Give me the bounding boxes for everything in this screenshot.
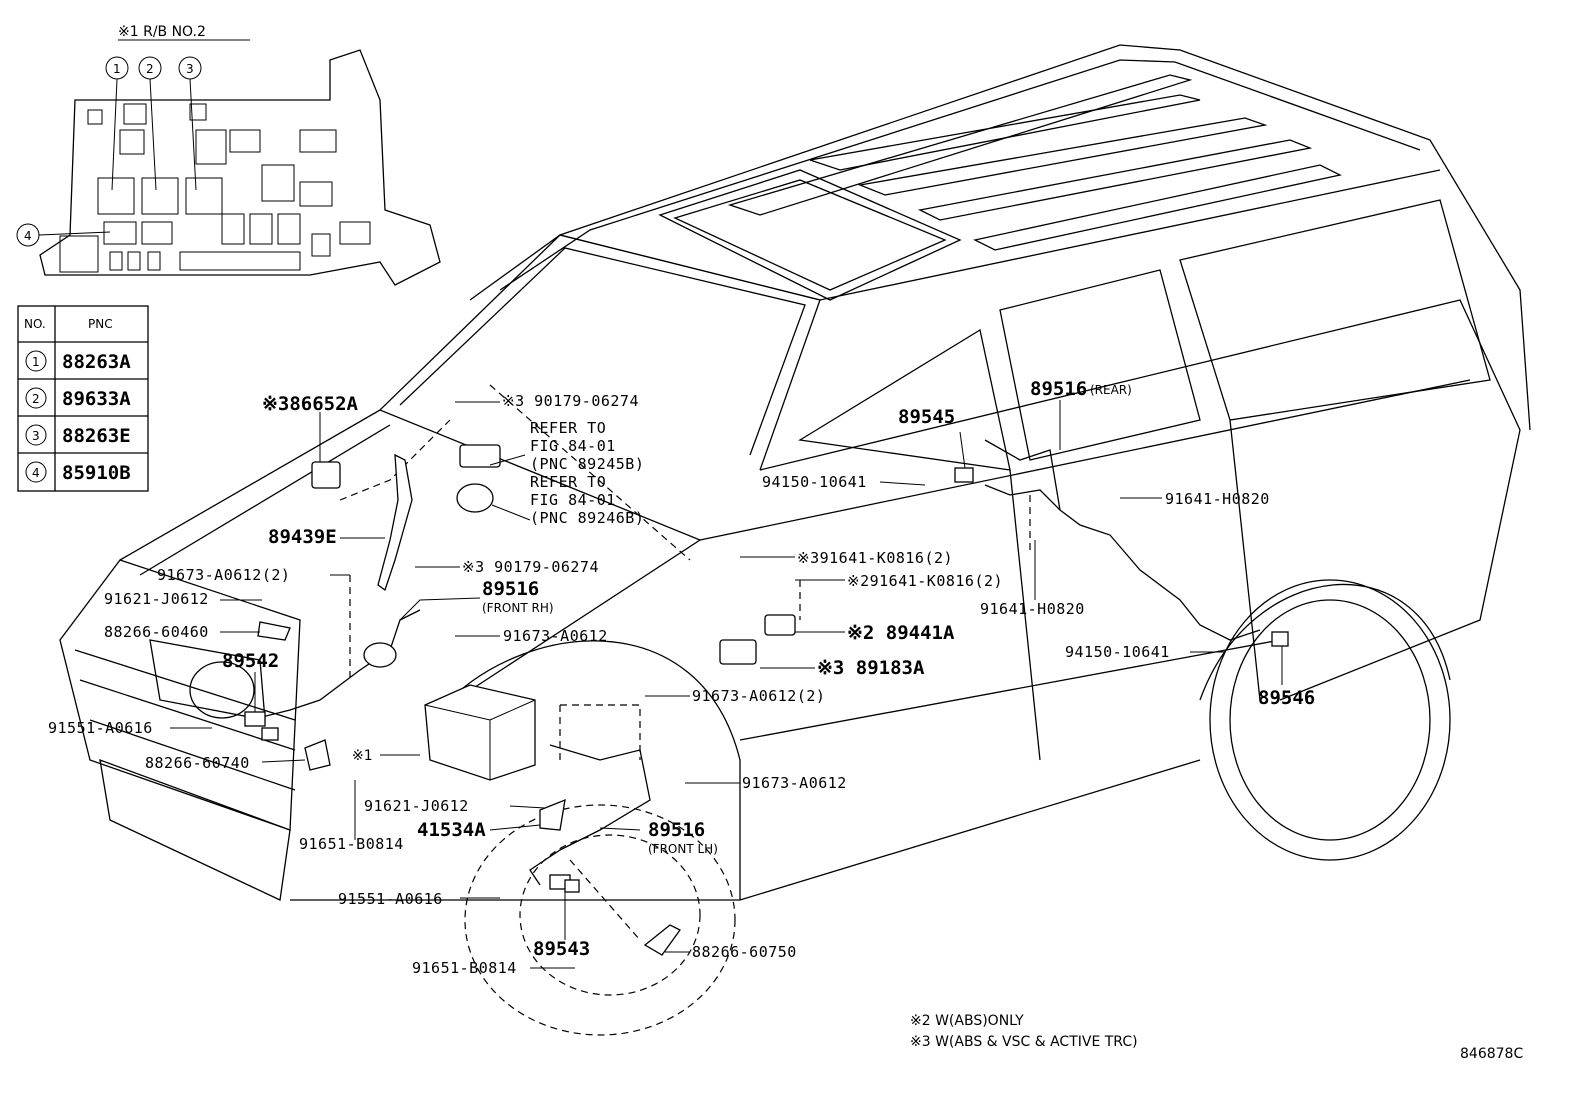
harness-rear [984,439,1261,641]
assembly-lines [339,384,1031,941]
label-88266-60740: 88266-60740 [145,754,250,772]
label-x1: ※1 [352,748,373,764]
sensor-89542 [244,711,266,727]
relay-pos-4: 4 [24,229,32,243]
label-89546: 89546 [1258,687,1315,709]
label-89545: 89545 [898,406,955,428]
pnc-row-value: 85910B [62,462,131,484]
label-91551-A0616-b: 91551-A0616 [338,890,443,908]
label-89542: 89542 [222,650,279,672]
label-94150-10641-b: 94150-10641 [1065,643,1170,661]
label-91641-H0820-b: 91641-H0820 [980,600,1085,618]
label-89516-rear: 89516 [1030,378,1087,400]
label-89441A: ※2 89441A [847,622,955,644]
label-41534A: 41534A [417,819,486,841]
sensor-89246B [456,483,494,513]
label-91651-B0814-b: 91651-B0814 [412,959,517,977]
label-89183A: ※3 89183A [817,657,925,679]
callout-labels: ※386652A ※3 90179-06274 REFER TO FIG 84-… [48,378,1315,977]
label-91641-K0816-b: ※291641-K0816(2) [847,572,1003,590]
sensor-89546 [1271,631,1289,647]
abs-actuator [424,684,536,781]
label-rear: (REAR) [1090,383,1132,397]
label-refer-1a: REFER TO [530,419,606,437]
label-front-rh: (FRONT RH) [482,601,554,615]
label-91651-B0814-a: 91651-B0814 [299,835,404,853]
label-91673-A0612-a: 91673-A0612 [503,627,608,645]
harness-front-lh [529,744,651,886]
label-front-lh: (FRONT LH) [648,842,718,856]
bracket-88266-60750 [643,924,681,956]
label-89516-front-rh: 89516 [482,578,539,600]
bracket-41534A [539,798,566,831]
label-refer-2c: (PNC 89246B) [530,509,644,527]
sensor-89545 [954,467,974,483]
sensor-89245B [459,444,501,468]
relay-block-title: ※1 R/B NO.2 [118,24,206,40]
pnc-table: NO. PNC 1 88263A 2 89633A 3 88263E 4 859… [17,305,149,492]
note-w-abs-vsc-trc: ※3 W(ABS & VSC & ACTIVE TRC) [910,1034,1138,1050]
pnc-row-no: 4 [32,466,40,480]
label-91673-A0612-2a: 91673-A0612(2) [157,566,290,584]
label-91673-A0612-2b: 91673-A0612(2) [692,687,825,705]
label-89516-front-lh: 89516 [648,819,705,841]
label-88266-60460: 88266-60460 [104,623,209,641]
label-91621-J0612-a: 91621-J0612 [104,590,209,608]
label-91641-K0816-a: ※391641-K0816(2) [797,549,953,567]
label-91641-H0820-a: 91641-H0820 [1165,490,1270,508]
pnc-row-no: 3 [32,429,40,443]
figure-id: 846878C [1460,1046,1523,1062]
vehicle-outline [59,44,1531,1036]
label-refer-1c: (PNC 89245B) [530,455,644,473]
pnc-row-value: 88263A [62,351,131,373]
relay-pos-2: 2 [146,62,154,76]
label-94150-10641-a: 94150-10641 [762,473,867,491]
label-91621-J0612-b: 91621-J0612 [364,797,469,815]
label-refer-1b: FIG 84-01 [530,437,616,455]
label-88266-60750: 88266-60750 [692,943,797,961]
bracket-88266-60740 [304,739,331,771]
label-90179-06274-a: ※3 90179-06274 [502,392,639,410]
label-90179-06274-b: ※3 90179-06274 [462,558,599,576]
leader-lines [170,400,1283,969]
relay-86652A [311,461,341,489]
pnc-row-no: 2 [32,392,40,406]
note-w-abs-only: ※2 W(ABS)ONLY [910,1013,1024,1029]
label-86652A: ※386652A [262,393,359,415]
pnc-table-header-pnc: PNC [88,317,113,331]
pnc-row-value: 89633A [62,388,131,410]
pnc-table-header-no: NO. [24,317,46,331]
label-89543: 89543 [533,938,590,960]
pnc-row-value: 88263E [62,425,131,447]
footnotes: ※2 W(ABS)ONLY ※3 W(ABS & VSC & ACTIVE TR… [910,1013,1523,1062]
label-refer-2b: FIG 84-01 [530,491,616,509]
sensor-89441A [764,614,796,636]
sensor-89183A [719,639,757,665]
relay-pos-3: 3 [186,62,194,76]
label-refer-2a: REFER TO [530,473,606,491]
label-91551-A0616-a: 91551-A0616 [48,719,153,737]
label-91673-A0612-b: 91673-A0612 [742,774,847,792]
label-89439E: 89439E [268,526,337,548]
bracket-88266-60460 [257,621,291,641]
relay-pos-1: 1 [113,62,121,76]
relay-block-diagram: ※1 R/B NO.2 [16,24,441,286]
bracket-89439E [377,453,413,592]
pnc-row-no: 1 [32,355,40,369]
parts [244,439,1289,956]
